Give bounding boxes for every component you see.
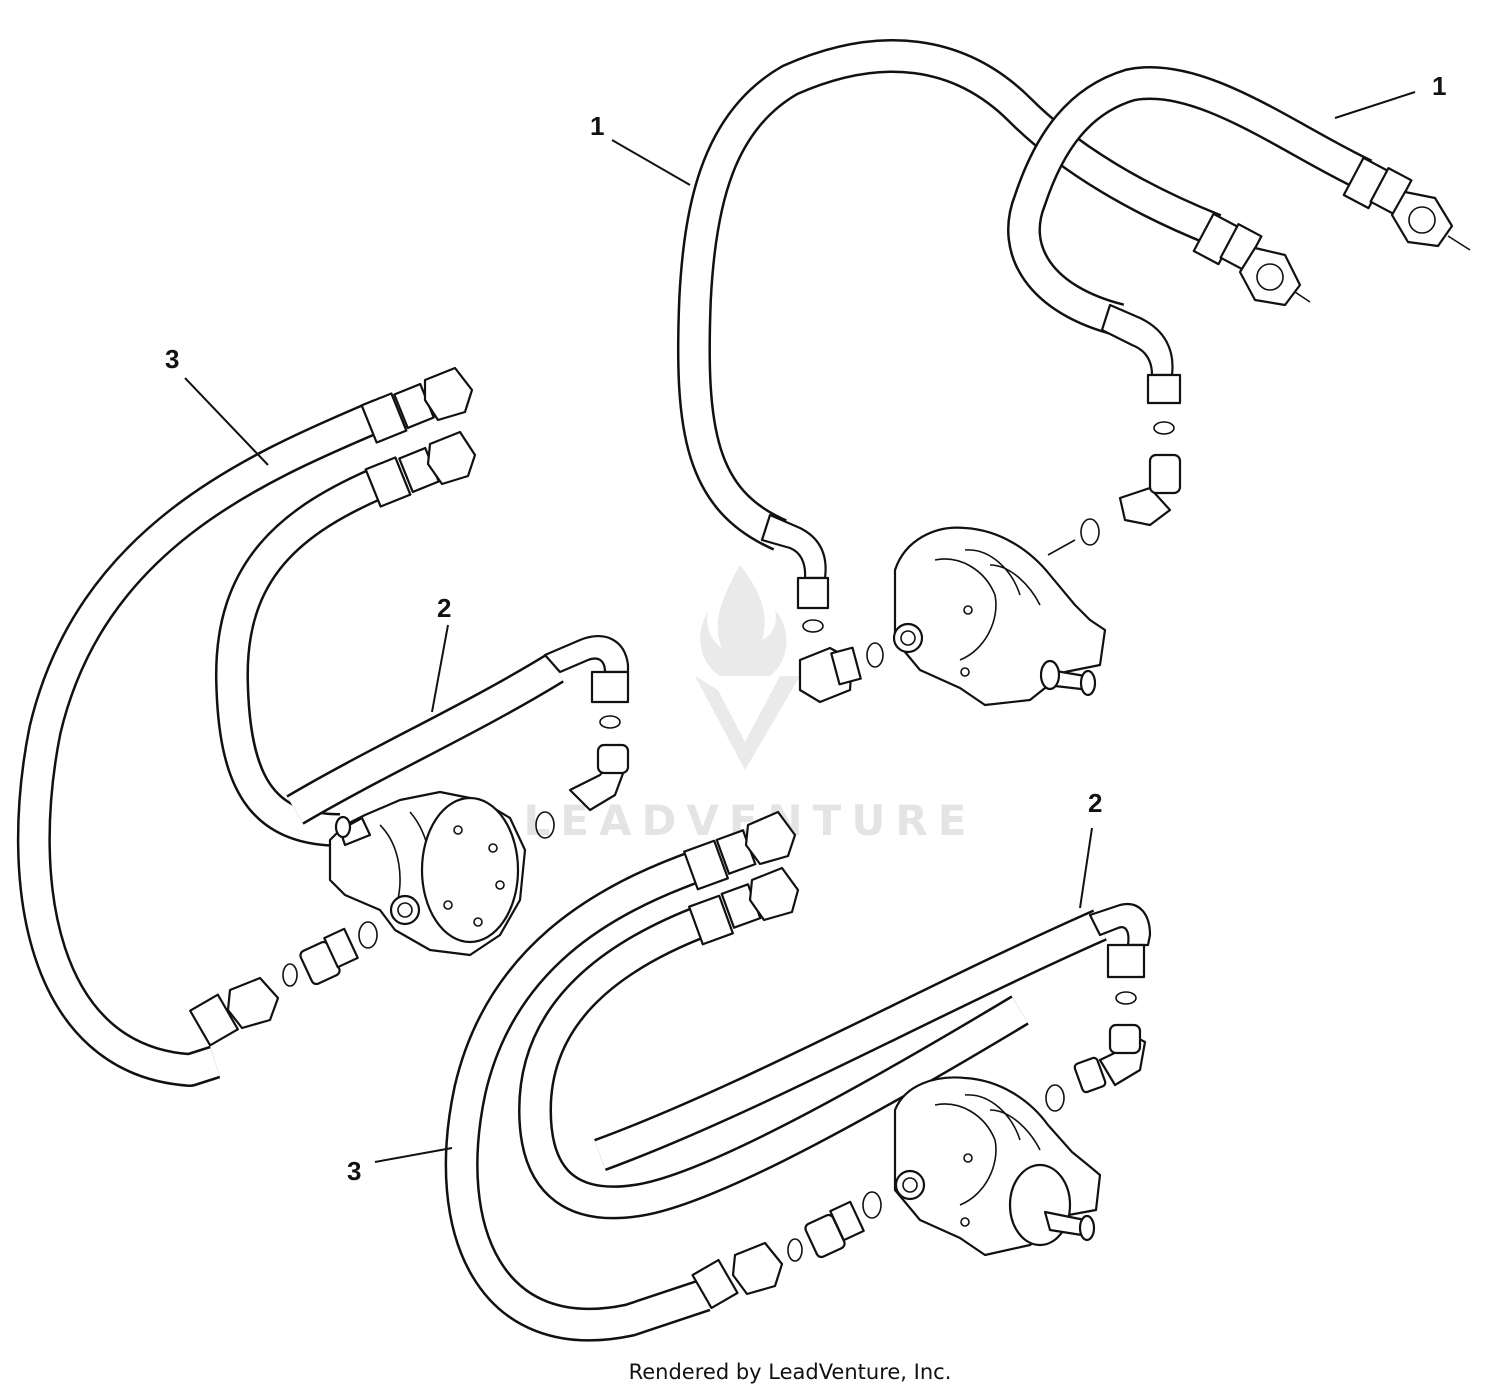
bottom-fitting-top-b <box>688 866 800 946</box>
leader-top-right-1 <box>1334 91 1416 119</box>
callout-top-left-1: 1 <box>590 111 604 141</box>
leader-top-left-1 <box>611 139 691 186</box>
top-fitting-right-a <box>1192 212 1311 307</box>
watermark-logo <box>695 565 800 770</box>
top-hose-long <box>676 39 1222 551</box>
callout-left-3: 3 <box>165 344 179 374</box>
top-elbow-right <box>1100 303 1182 435</box>
left-fitting-top-a <box>360 366 474 444</box>
footer-credit: Rendered by LeadVenture, Inc. <box>628 1360 952 1384</box>
callout-bottom-3: 3 <box>347 1156 361 1186</box>
left-fitting-top-b <box>364 430 477 508</box>
leader-bottom-2 <box>1079 827 1093 909</box>
top-hydraulic-pump <box>892 526 1107 707</box>
callout-top-right-1: 1 <box>1432 71 1446 101</box>
left-elbow <box>535 635 630 839</box>
top-fitting-right-b <box>1342 156 1471 251</box>
bottom-fitting-top-a <box>683 810 797 891</box>
footer: Rendered by LeadVenture, Inc. <box>0 1360 1500 1384</box>
bottom-hose-inner <box>518 904 1029 1220</box>
bottom-hose-outer <box>444 848 711 1342</box>
leader-bottom-3 <box>374 1147 453 1163</box>
bottom-fitting-bottom <box>691 1191 882 1310</box>
callout-bottom-2: 2 <box>1088 788 1102 818</box>
leader-left-3 <box>184 377 269 466</box>
left-hose-inner <box>214 464 392 847</box>
leader-left-2 <box>431 624 449 713</box>
left-hydraulic-pump <box>328 790 527 957</box>
top-hose-short <box>1007 66 1373 337</box>
callout-left-2: 2 <box>437 593 451 623</box>
left-hose-outer <box>16 399 387 1087</box>
bottom-hose-2 <box>594 909 1107 1171</box>
top-elbow-left <box>760 513 830 633</box>
bottom-hydraulic-pump <box>893 1076 1102 1257</box>
left-hose-2 <box>286 653 564 825</box>
left-fitting-bottom <box>189 921 378 1047</box>
top-pump-fittings <box>798 453 1182 704</box>
bottom-elbow <box>1045 902 1152 1112</box>
